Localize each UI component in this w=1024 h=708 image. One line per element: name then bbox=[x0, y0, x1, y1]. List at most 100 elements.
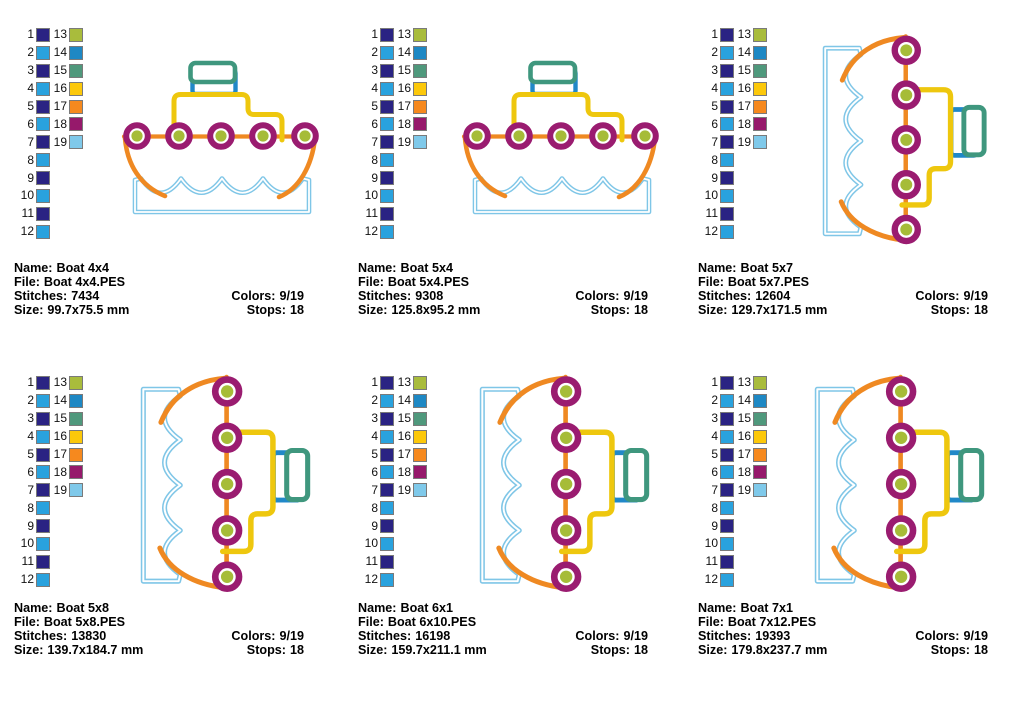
palette-entry-number: 4 bbox=[371, 81, 378, 96]
palette-entry-swatch bbox=[753, 465, 767, 480]
name-label: Name: bbox=[358, 601, 397, 615]
palette-entry: 6 bbox=[698, 115, 734, 133]
palette-entry: 1 bbox=[698, 26, 734, 44]
palette-entry-number: 6 bbox=[371, 116, 378, 131]
palette-entry: 14 bbox=[736, 392, 767, 410]
palette-entry-swatch bbox=[36, 483, 50, 498]
palette-entry-number: 4 bbox=[371, 429, 378, 444]
palette-entry-number: 4 bbox=[711, 81, 718, 96]
palette-entry-number: 14 bbox=[397, 45, 411, 60]
palette-entry: 14 bbox=[52, 392, 83, 410]
palette-entry-number: 9 bbox=[27, 170, 34, 185]
palette-entry-swatch bbox=[380, 411, 394, 426]
palette-entry: 19 bbox=[736, 133, 767, 151]
palette-entry-swatch bbox=[380, 465, 394, 480]
palette-entry-swatch bbox=[380, 501, 394, 516]
palette-entry-swatch bbox=[720, 501, 734, 516]
palette-entry: 11 bbox=[358, 205, 394, 223]
palette-entry-number: 15 bbox=[737, 411, 751, 426]
palette-entry-number: 6 bbox=[371, 464, 378, 479]
colors-label: Colors: bbox=[231, 289, 276, 303]
palette-entry: 13 bbox=[736, 26, 767, 44]
palette-entry-swatch bbox=[380, 206, 394, 221]
palette-entry-number: 5 bbox=[27, 447, 34, 461]
palette-entry-number: 5 bbox=[711, 99, 718, 113]
palette-entry-number: 16 bbox=[737, 429, 751, 444]
stops-label: Stops: bbox=[246, 303, 286, 317]
palette-entry: 12 bbox=[14, 571, 50, 589]
palette-entry: 5 bbox=[14, 98, 50, 116]
palette-entry-number: 18 bbox=[397, 116, 411, 131]
design-stops: 18 bbox=[289, 303, 304, 317]
palette-entry-number: 14 bbox=[737, 45, 751, 60]
palette-entry-swatch bbox=[36, 393, 50, 408]
palette-entry: 16 bbox=[396, 80, 427, 98]
palette-entry: 14 bbox=[736, 44, 767, 62]
palette-entry: 7 bbox=[14, 481, 50, 499]
stops-label: Stops: bbox=[930, 303, 970, 317]
palette-entry-number: 18 bbox=[737, 116, 751, 131]
palette-entry-swatch bbox=[720, 519, 734, 534]
palette-entry: 15 bbox=[52, 410, 83, 428]
name-label: Name: bbox=[698, 601, 737, 615]
palette-entry: 17 bbox=[396, 98, 427, 116]
palette-entry-number: 11 bbox=[21, 206, 34, 221]
palette-entry: 7 bbox=[698, 133, 734, 151]
palette-entry: 4 bbox=[358, 80, 394, 98]
palette-entry-number: 3 bbox=[27, 63, 34, 78]
palette-entry-swatch bbox=[380, 117, 394, 132]
palette-entry-swatch bbox=[69, 393, 83, 408]
palette-entry: 2 bbox=[14, 44, 50, 62]
palette-entry-number: 2 bbox=[27, 393, 34, 408]
palette-entry-swatch bbox=[753, 27, 767, 42]
palette-entry-number: 11 bbox=[365, 206, 378, 221]
design-size: 139.7x184.7 mm bbox=[47, 643, 144, 657]
palette-entry-number: 8 bbox=[711, 152, 718, 167]
palette-entry-swatch bbox=[753, 63, 767, 78]
palette-entry: 2 bbox=[358, 392, 394, 410]
palette-entry-number: 7 bbox=[27, 482, 34, 497]
palette-entry: 5 bbox=[698, 446, 734, 464]
palette-entry-number: 13 bbox=[737, 27, 751, 42]
palette-entry: 15 bbox=[396, 62, 427, 80]
design-size: 99.7x75.5 mm bbox=[47, 303, 130, 317]
palette-entry-swatch bbox=[413, 27, 427, 42]
palette-entry-number: 2 bbox=[711, 393, 718, 408]
palette-entry-number: 8 bbox=[27, 152, 34, 167]
name-label: Name: bbox=[698, 261, 737, 275]
palette-entry-number: 11 bbox=[705, 206, 718, 221]
palette-entry-swatch bbox=[753, 411, 767, 426]
palette-entry-number: 19 bbox=[397, 482, 411, 497]
palette-entry-swatch bbox=[36, 536, 50, 551]
colors-label: Colors: bbox=[231, 629, 276, 643]
palette-entry-swatch bbox=[380, 483, 394, 498]
palette-entry-swatch bbox=[69, 63, 83, 78]
palette-entry: 18 bbox=[396, 115, 427, 133]
palette-entry: 9 bbox=[358, 517, 394, 535]
palette-entry-swatch bbox=[720, 171, 734, 186]
palette-entry-swatch bbox=[380, 27, 394, 42]
design-size: 179.8x237.7 mm bbox=[731, 643, 828, 657]
palette-entry-swatch bbox=[36, 99, 50, 114]
palette-entry-swatch bbox=[720, 483, 734, 498]
file-label: File: bbox=[358, 275, 384, 289]
design-stitches: 19393 bbox=[755, 629, 791, 643]
palette-entry: 16 bbox=[396, 428, 427, 446]
palette-entry-swatch bbox=[380, 536, 394, 551]
palette-entry: 19 bbox=[736, 481, 767, 499]
design-stitches: 13830 bbox=[71, 629, 107, 643]
palette-entry: 14 bbox=[52, 44, 83, 62]
palette-entry: 12 bbox=[14, 223, 50, 241]
stops-label: Stops: bbox=[930, 643, 970, 657]
palette-entry-swatch bbox=[413, 483, 427, 498]
palette-entry-swatch bbox=[753, 117, 767, 132]
palette-entry-swatch bbox=[69, 483, 83, 498]
palette-entry-swatch bbox=[36, 117, 50, 132]
